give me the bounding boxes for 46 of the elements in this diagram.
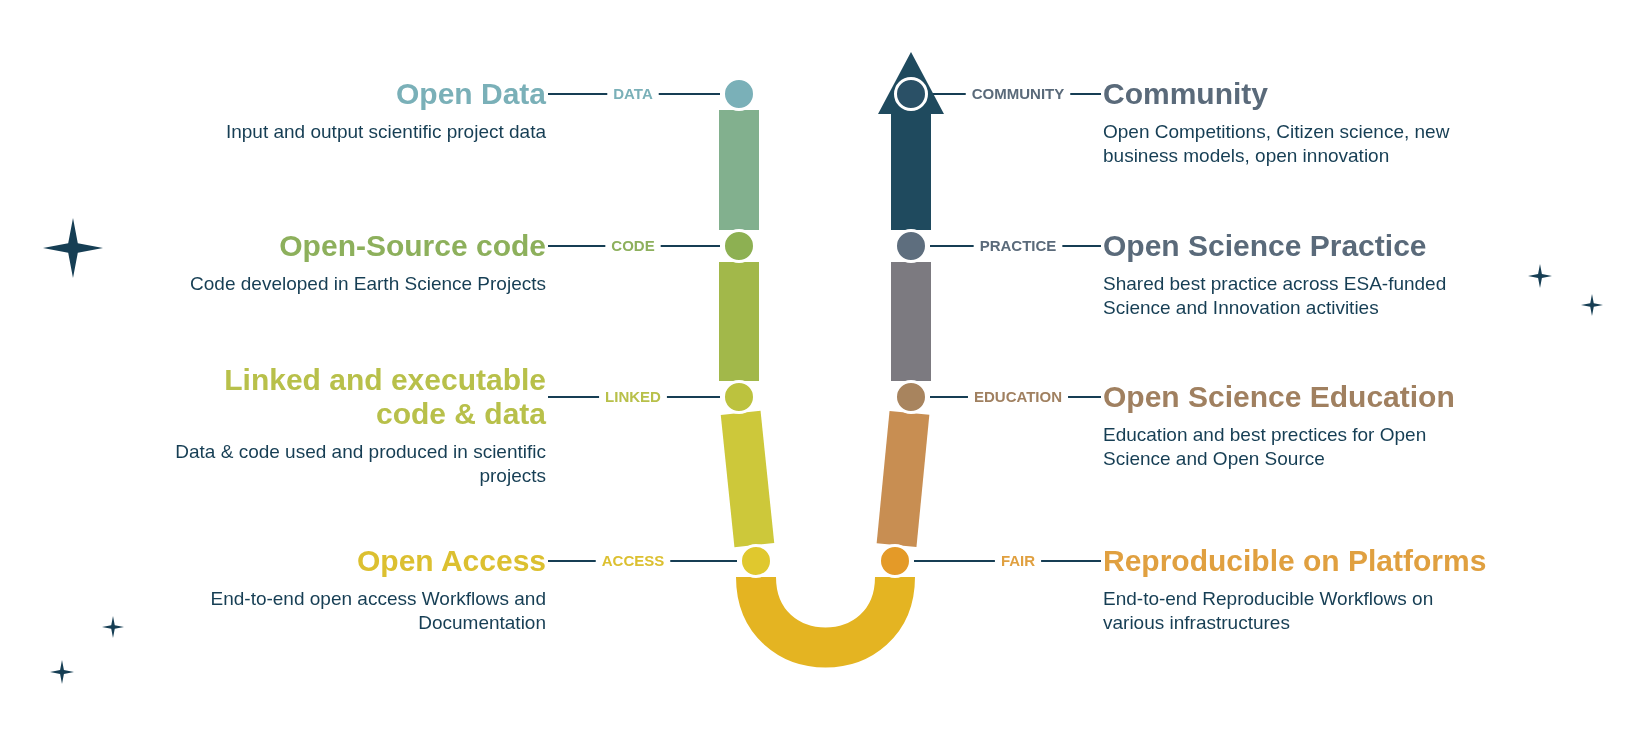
category-tag: COMMUNITY [967,83,1069,105]
topic-description: Code developed in Earth Science Projects [189,272,546,296]
progress-band [720,410,775,548]
progress-band [719,262,759,381]
topic-description: End-to-end Reproducible Workflows on various infrastructures [1103,587,1435,635]
leader-line [659,245,721,247]
progress-band [891,262,931,381]
category-tag: LINKED [601,386,665,408]
leader-line [913,560,996,562]
category-tag: DATA [609,83,657,105]
topic-heading: Reproducible on Platforms [1103,544,1488,578]
progress-band [876,410,930,548]
progress-band [719,110,759,230]
leader-line [1040,560,1102,562]
topic-heading: Open-Source code [278,229,546,263]
topic-heading: Linked and executable code & data [223,363,546,431]
topic-description: Data & code used and produced in scientific projects [174,440,546,488]
progress-arrow [878,52,944,230]
category-tag: CODE [607,235,659,257]
leader-line [665,396,721,398]
topic-heading: Open Data [394,77,546,111]
topic-heading: Community [1103,77,1269,111]
topic-description: Education and best prectices for Open Science and Open Source [1103,423,1428,471]
topic-heading: Open Science Practice [1103,229,1428,263]
leader-line [547,396,601,398]
leader-line [929,245,975,247]
leader-line [669,560,738,562]
leader-line [547,560,597,562]
category-tag: EDUCATION [969,386,1067,408]
leader-line [1067,396,1102,398]
leader-line [547,93,609,95]
category-tag: PRACTICE [975,235,1061,257]
topic-description: Shared best practice across ESA-funded Science and Innovation activities [1103,272,1448,320]
leader-line [1069,93,1102,95]
progress-band [736,574,915,668]
topic-description: Open Competitions, Citizen science, new business models, open innovation [1103,120,1451,168]
leader-line [929,396,969,398]
leader-line [657,93,721,95]
topic-description: Input and output scientific project data [224,120,546,144]
topic-description: End-to-end open access Workflows and Documentation [209,587,546,635]
leader-line [547,245,607,247]
category-tag: ACCESS [597,550,669,572]
topic-heading: Open Science Education [1103,380,1456,414]
leader-line [1061,245,1102,247]
category-tag: FAIR [996,550,1040,572]
topic-heading: Open Access [356,544,546,578]
